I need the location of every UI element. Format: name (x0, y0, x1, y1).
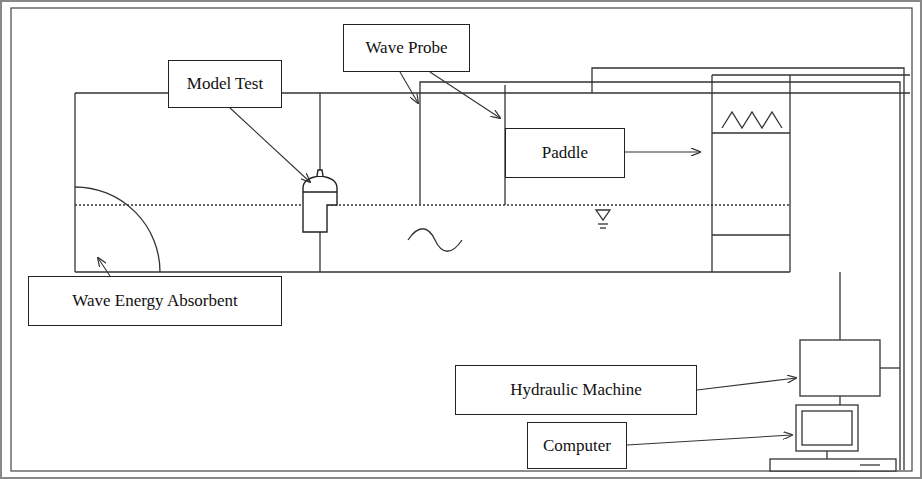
model-test-body (303, 170, 337, 232)
box-label: Hydraulic Machine (510, 380, 642, 400)
absorbent-arc (75, 187, 160, 272)
label-box: Wave Probe (343, 24, 470, 72)
box-label: Wave Probe (365, 38, 447, 58)
probe-wire (420, 82, 900, 470)
computer-case (770, 459, 896, 471)
box-label: Wave Energy Absorbent (72, 291, 237, 311)
box-label: Paddle (542, 143, 588, 163)
wave-probe-line (419, 85, 420, 205)
label-box: Wave Energy Absorbent (28, 276, 282, 326)
box-label: Model Test (187, 74, 263, 94)
inner-frame (11, 8, 912, 471)
leader-arrows (98, 72, 796, 445)
hydraulic-machine-box (800, 340, 880, 396)
label-box: Hydraulic Machine (455, 365, 697, 415)
monitor (796, 405, 858, 451)
equipment (770, 272, 900, 471)
label-box: Paddle (505, 128, 625, 178)
water-level-symbol (596, 210, 610, 220)
box-label: Computer (543, 436, 611, 456)
label-box: Computer (527, 422, 627, 469)
flume (75, 68, 910, 470)
label-box: Model Test (168, 60, 282, 108)
wave-curve (408, 229, 462, 252)
